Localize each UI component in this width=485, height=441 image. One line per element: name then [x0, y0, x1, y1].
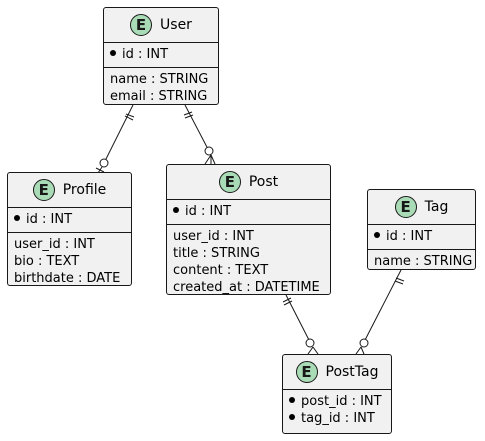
entity-user[interactable]: E User id : INT name : STRING email : ST… [103, 7, 219, 105]
entity-icon: E [32, 179, 55, 201]
edge-tag-posttag-mark [394, 280, 404, 285]
edge-post-posttag-mark [282, 297, 292, 303]
field-row: birthdate : DATE [14, 271, 121, 286]
entity-icon: E [218, 171, 241, 193]
field-row: name : STRING [374, 254, 473, 269]
key-row: id : INT [14, 211, 125, 228]
field-row: email : STRING [110, 89, 208, 104]
entity-icon: E [394, 196, 417, 218]
edge-tag-posttag-crowfoot [355, 346, 365, 355]
entity-posttag-title: PostTag [325, 364, 379, 380]
edge-user-profile-mark [124, 115, 134, 121]
field-row: name : STRING [110, 72, 209, 87]
entity-tag-title: Tag [424, 199, 449, 215]
field-row: user_id : INT [14, 237, 95, 252]
entity-profile-title: Profile [62, 182, 107, 198]
edge-user-post-crowfoot [204, 154, 216, 165]
field-row: bio : TEXT [14, 254, 80, 269]
entity-profile-keys: id : INT [8, 207, 131, 232]
edge-user-profile-circle [99, 158, 109, 168]
entity-user-keys: id : INT [104, 42, 218, 67]
key-bullet-icon [110, 49, 116, 56]
edge-tag-posttag-circle [359, 338, 369, 348]
entity-tag-header: E Tag [368, 190, 475, 224]
key-row: id : INT [374, 228, 469, 245]
entity-profile-fields: user_id : INT bio : TEXT birthdate : DAT… [8, 232, 131, 291]
edge-user-profile-mark [125, 113, 135, 118]
edge-tag-posttag [363, 269, 402, 343]
entity-tag-fields: name : STRING [368, 249, 475, 274]
key-row: post_id : INT [289, 393, 385, 410]
edge-user-post-mark [184, 114, 194, 119]
edge-user-post-mark [183, 111, 193, 116]
edge-user-post [184, 104, 210, 152]
edge-post-posttag-crowfoot [307, 346, 319, 355]
entity-posttag-header: E PostTag [283, 355, 391, 389]
entity-user-header: E User [104, 8, 218, 42]
key-bullet-icon [374, 231, 380, 238]
field-row: user_id : INT [173, 229, 254, 244]
entity-tag-keys: id : INT [368, 224, 475, 249]
key-bullet-icon [289, 413, 295, 420]
entity-icon: E [295, 361, 318, 383]
entity-post-title: Post [248, 174, 279, 190]
entity-user-fields: name : STRING email : STRING [104, 67, 218, 109]
edge-post-posttag [285, 294, 311, 343]
key-row: id : INT [173, 203, 324, 220]
entity-posttag[interactable]: E PostTag post_id : INT tag_id : INT [282, 354, 392, 434]
field-row: content : TEXT [173, 263, 269, 278]
entity-profile[interactable]: E Profile id : INT user_id : INT bio : T… [7, 172, 132, 286]
entity-post-fields: user_id : INT title : STRING content : T… [167, 224, 330, 300]
entity-post-header: E Post [167, 165, 330, 199]
field-row: created_at : DATETIME [173, 280, 320, 295]
entity-post-keys: id : INT [167, 199, 330, 224]
edge-user-profile [103, 104, 134, 164]
entity-profile-header: E Profile [8, 173, 131, 207]
edge-user-post-circle [204, 146, 214, 156]
edge-tag-posttag-mark [395, 277, 405, 282]
key-row: tag_id : INT [289, 410, 385, 427]
entity-user-title: User [160, 17, 192, 33]
key-bullet-icon [173, 206, 179, 213]
entity-icon: E [130, 14, 153, 36]
entity-tag[interactable]: E Tag id : INT name : STRING [367, 189, 476, 270]
field-row: title : STRING [173, 246, 260, 261]
key-bullet-icon [289, 396, 295, 403]
key-bullet-icon [14, 214, 20, 221]
entity-posttag-keys: post_id : INT tag_id : INT [283, 389, 391, 431]
edge-post-posttag-circle [305, 338, 315, 348]
edge-post-posttag-mark [283, 300, 293, 306]
entity-post[interactable]: E Post id : INT user_id : INT title : ST… [166, 164, 331, 295]
key-row: id : INT [110, 46, 212, 63]
